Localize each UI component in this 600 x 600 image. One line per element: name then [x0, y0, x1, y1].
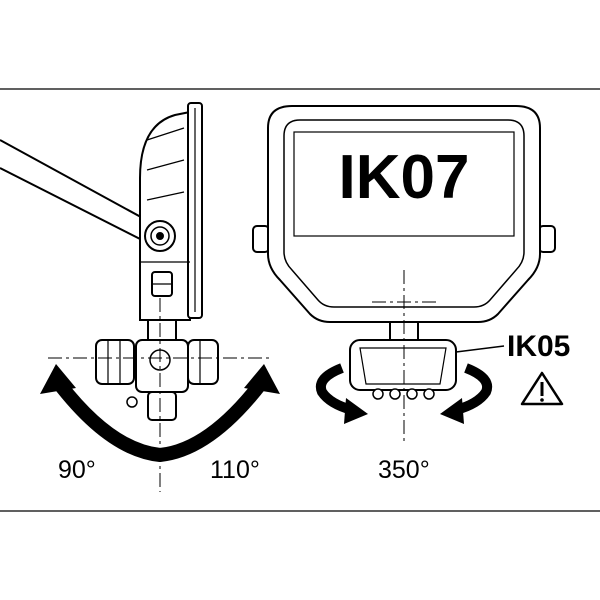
curved-double-arrow-icon: [40, 364, 280, 463]
left-knob: [95, 339, 135, 385]
housing-fin: [146, 127, 185, 141]
right-knob: [187, 339, 219, 385]
glass-panel: [293, 131, 515, 237]
left-mount-nub: [252, 225, 270, 253]
ik05-rating-label: IK05: [507, 330, 570, 363]
mounting-arm: [0, 139, 151, 246]
base-pin: [372, 388, 384, 400]
tilt-right-label: 110°: [210, 456, 260, 484]
stem: [147, 319, 177, 343]
warning-triangle-icon: [520, 371, 564, 406]
rotation-label: 350°: [378, 456, 430, 484]
base-bracket-inner: [359, 347, 447, 385]
rotation-arrows-icon: [316, 363, 492, 424]
ik07-rating-label: IK07: [339, 143, 470, 212]
housing-fin: [146, 159, 185, 171]
right-mount-nub: [538, 225, 556, 253]
front-view-floodlight: [252, 105, 556, 400]
hinge-knob-center: [156, 232, 164, 240]
base-pin: [423, 388, 435, 400]
ik05-leader-line: [455, 345, 505, 353]
side-view-floodlight: [0, 102, 219, 421]
housing-fin: [146, 191, 185, 201]
base-pin: [389, 388, 401, 400]
tilt-left-label: 90°: [58, 456, 96, 484]
bottom-nub: [147, 391, 177, 421]
base-pin: [406, 388, 418, 400]
small-screw: [126, 396, 138, 408]
